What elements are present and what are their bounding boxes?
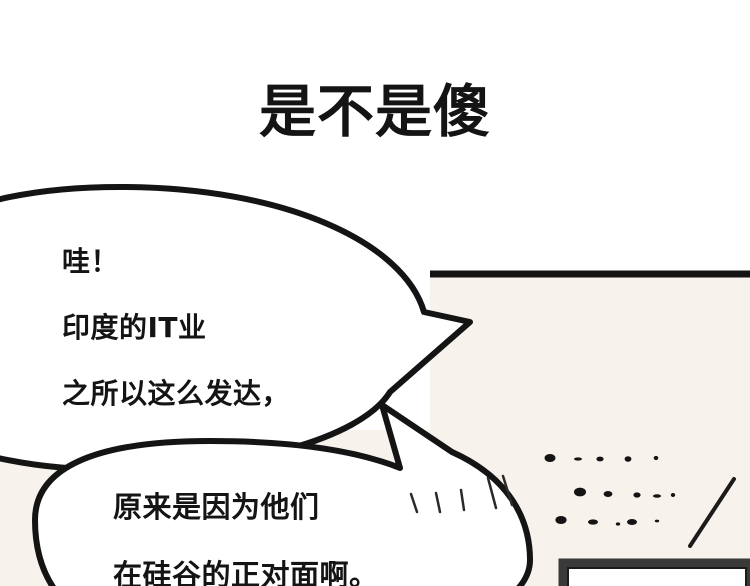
speech-bubble-2 <box>32 402 533 586</box>
speech-bubble-1 <box>0 184 473 473</box>
wall-stroke <box>688 477 736 548</box>
wall-dots <box>544 454 676 526</box>
speed-lines <box>409 474 514 514</box>
picture-frame <box>558 558 750 586</box>
